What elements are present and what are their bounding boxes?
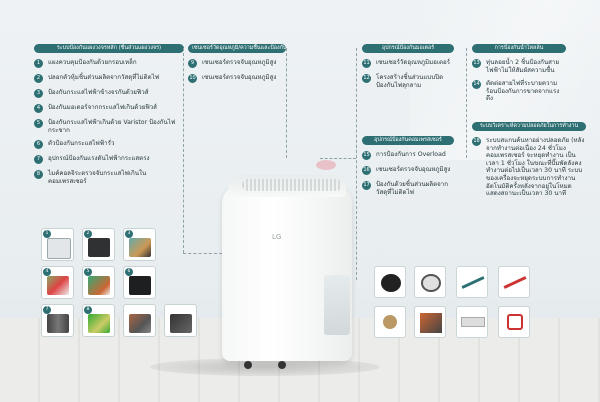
motor-sensor-icon xyxy=(381,274,401,292)
dehumidifier-top xyxy=(228,175,346,197)
connector-line xyxy=(356,48,357,158)
thumb-12 xyxy=(414,266,446,298)
connector-line xyxy=(183,48,184,253)
flame-retardant-icon xyxy=(461,317,485,327)
thumb-9 xyxy=(123,304,156,337)
thumb-18 xyxy=(498,306,530,338)
motor-fuse-icon xyxy=(47,276,69,295)
compressor-header: อุปกรณ์ป้องกันคอมเพรสเซอร์ xyxy=(362,136,454,145)
thumb-5: 5 xyxy=(82,266,115,299)
protection-panel: ระบบป้องกันแผงวงจรหลัก (ชิ้นส่วนแผงวงจร)… xyxy=(34,44,184,185)
varistor-icon xyxy=(88,276,110,295)
thumb-13 xyxy=(456,266,488,298)
dc-protector-icon xyxy=(47,314,69,333)
marker-highlight xyxy=(316,160,336,170)
thumb-11 xyxy=(374,266,406,298)
fan-motor-header: อุปกรณ์ป้องกันมอเตอร์ xyxy=(362,44,454,53)
auto-check-header: ระบบวิเคราะห์ความปลอดภัยในการทำงาน xyxy=(472,122,586,131)
leak-protector-icon xyxy=(129,276,151,295)
timer-icon xyxy=(507,314,523,330)
float-icon xyxy=(461,276,485,289)
connector-line xyxy=(466,48,467,158)
thumb-17 xyxy=(456,306,488,338)
enclosed-motor-icon xyxy=(421,274,441,292)
thumb-3: 3 xyxy=(123,228,156,261)
water-tank-header: การป้องกันน้ำไหลล้น xyxy=(472,44,566,53)
wheel xyxy=(244,361,252,369)
connector-line xyxy=(356,140,357,280)
dehumidifier: LG xyxy=(222,175,352,369)
wheel xyxy=(278,361,286,369)
humidity-sensor-panel: เซนเซอร์วัดอุณหภูมิ/ความชื้นและป้องกันคว… xyxy=(188,44,286,83)
thumb-16 xyxy=(414,306,446,338)
thumb-14 xyxy=(498,266,530,298)
thumb-4: 4 xyxy=(41,266,74,299)
thumb-2: 2 xyxy=(82,228,115,261)
current-sensor-icon xyxy=(88,314,110,333)
overload-icon xyxy=(383,315,397,329)
water-tank xyxy=(324,275,350,335)
thumb-1: 1 xyxy=(41,228,74,261)
connector-line xyxy=(183,253,243,254)
compressor-part-icon xyxy=(170,314,192,333)
thumb-7: 7 xyxy=(41,304,74,337)
humidity-sensor-header: เซนเซอร์วัดอุณหภูมิ/ความชื้นและป้องกันคว… xyxy=(188,44,286,53)
frame-icon xyxy=(47,238,71,259)
wire-clip-icon xyxy=(503,276,527,289)
thumb-15 xyxy=(374,306,406,338)
connector-line xyxy=(320,158,356,159)
thumb-8: 8 xyxy=(82,304,115,337)
fuse-board-icon xyxy=(129,238,151,257)
thumb-10 xyxy=(164,304,197,337)
temp-sensor-icon xyxy=(420,313,442,333)
lg-logo: LG xyxy=(272,233,282,241)
window-light xyxy=(410,0,600,160)
protection-header: ระบบป้องกันแผงวงจรหลัก (ชิ้นส่วนแผงวงจร) xyxy=(34,44,184,53)
air-grill xyxy=(242,179,342,191)
thumb-6: 6 xyxy=(123,266,156,299)
compressor-icon xyxy=(129,314,151,333)
floor-shadow xyxy=(150,358,380,376)
casing-icon xyxy=(88,238,110,257)
connector-line xyxy=(286,48,287,158)
